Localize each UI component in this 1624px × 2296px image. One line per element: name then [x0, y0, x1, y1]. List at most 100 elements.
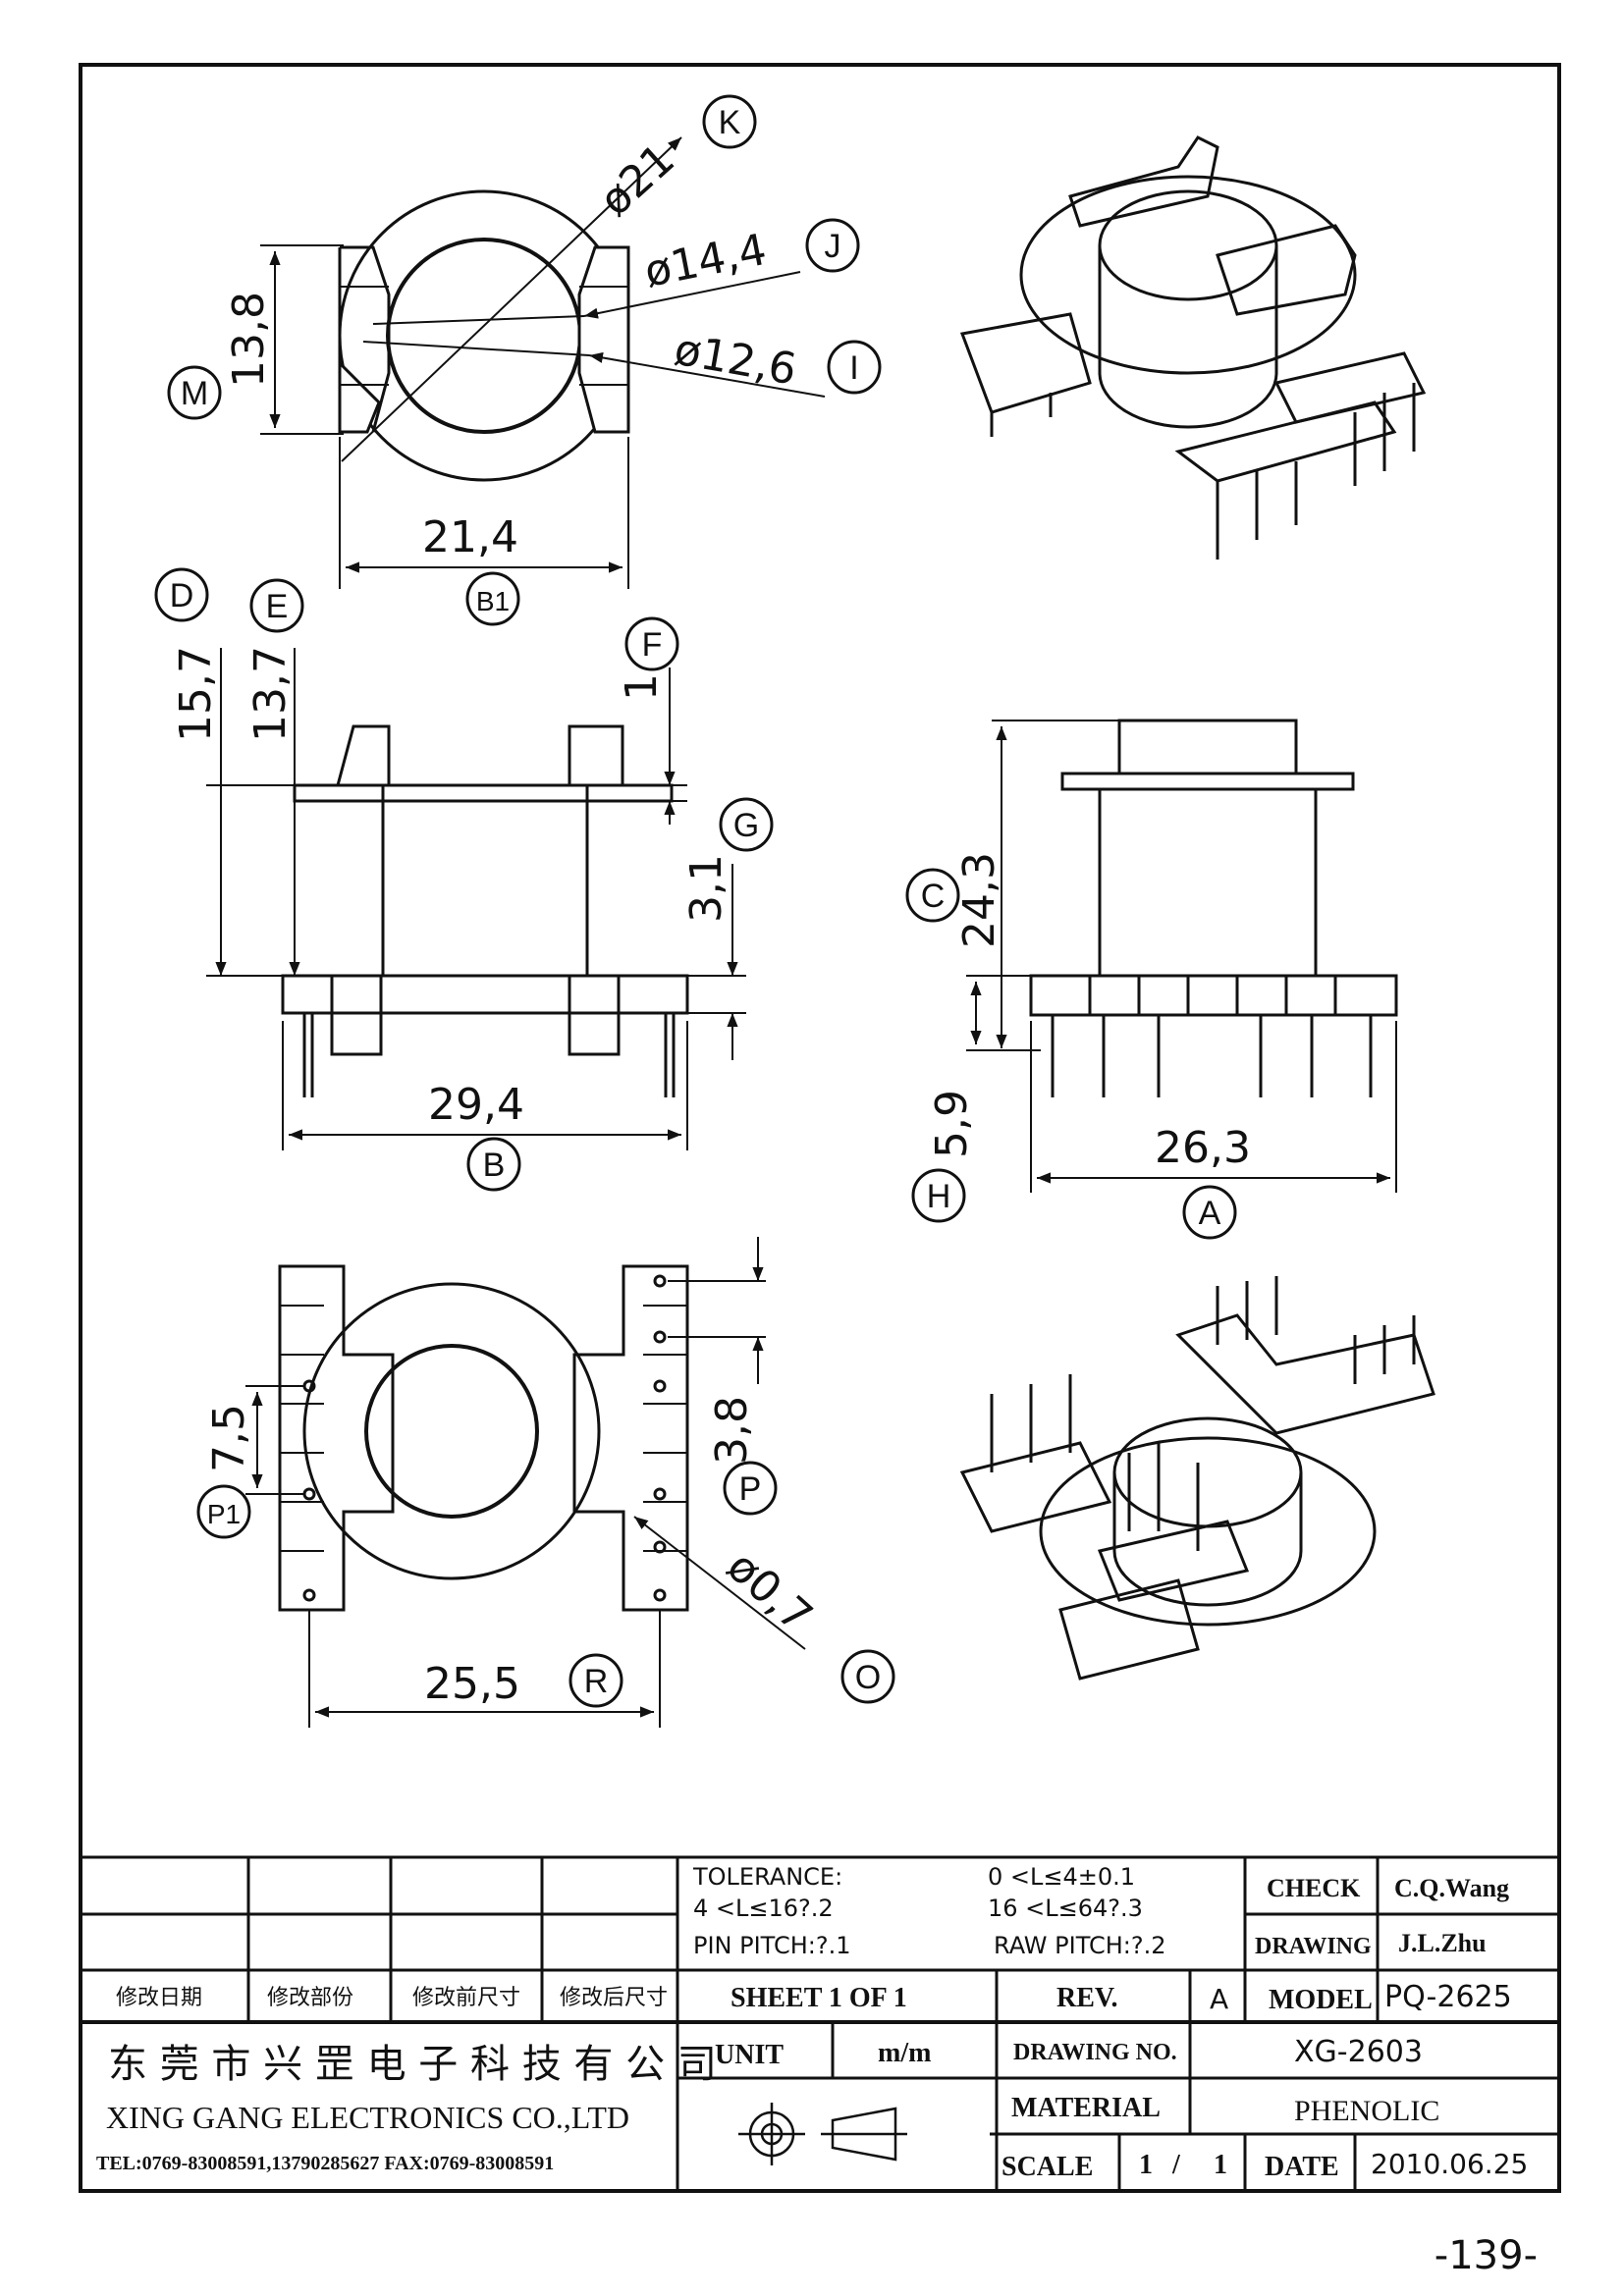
unit-label: UNIT — [715, 2040, 784, 2070]
tolerance-label: TOLERANCE: — [692, 1863, 842, 1891]
balloon-e: E — [249, 578, 304, 633]
bottom-view-labels: 7,5 3,8 ø0,7 25,5 — [204, 1396, 822, 1709]
balloon-label: J — [825, 228, 841, 265]
balloon-label: E — [266, 588, 289, 625]
dim-h24-3: 24,3 — [954, 852, 1004, 948]
side-view — [281, 724, 689, 1097]
rev-header-before: 修改前尺寸 — [412, 1986, 520, 2010]
side-view-labels: 15,7 13,7 1 3,1 29,4 — [171, 646, 731, 1130]
balloon-label: P1 — [207, 1499, 241, 1529]
dim-h5-9: 5,9 — [927, 1090, 977, 1158]
dim-d12-6: ø12,6 — [671, 325, 800, 396]
drawing-label: DRAWING — [1255, 1934, 1372, 1959]
balloon-b1: B1 — [465, 571, 520, 626]
rev-value: A — [1210, 1983, 1228, 2015]
scale-label: SCALE — [1001, 2152, 1093, 2182]
company-contact: TEL:0769-83008591,13790285627 FAX:0769-8… — [96, 2153, 554, 2174]
balloon-k: K — [702, 94, 757, 149]
balloon-label: P — [739, 1470, 762, 1508]
balloon-label: I — [849, 349, 858, 387]
projection-symbol-icon — [738, 2103, 907, 2165]
pin-pitch: PIN PITCH:?.1 — [693, 1932, 850, 1959]
title-block: 修改日期 修改部份 修改前尺寸 修改后尺寸 TOLERANCE: 0 <L≤4±… — [81, 1855, 1559, 2191]
rev-header-part: 修改部份 — [267, 1986, 353, 2010]
dim-w21-4: 21,4 — [422, 512, 518, 562]
bore-circle — [386, 238, 582, 434]
dim-w29-4: 29,4 — [428, 1080, 524, 1130]
balloon-label: F — [642, 626, 663, 664]
dim-p7-5: 7,5 — [204, 1404, 254, 1472]
balloon-j: J — [805, 218, 860, 273]
model-value: PQ-2625 — [1384, 1980, 1512, 2014]
balloon-p: P — [723, 1461, 778, 1516]
material-label: MATERIAL — [1011, 2093, 1161, 2123]
date-label: DATE — [1265, 2152, 1339, 2182]
dim-d14-4: ø14,4 — [640, 225, 770, 297]
balloon-h: H — [911, 1168, 966, 1223]
balloon-r: R — [568, 1653, 623, 1708]
balloon-f: F — [624, 616, 679, 671]
isometric-view-top — [959, 135, 1427, 560]
material-value: PHENOLIC — [1294, 2095, 1439, 2127]
balloon-g: G — [719, 797, 774, 852]
isometric-view-bottom — [959, 1276, 1435, 1681]
dim-h13-8: 13,8 — [224, 292, 274, 388]
front-view — [1029, 719, 1398, 1097]
rev-label: REV. — [1056, 1983, 1118, 2013]
drawing-border — [79, 63, 1561, 2193]
balloon-o: O — [840, 1649, 895, 1704]
balloon-m: M — [167, 365, 222, 420]
balloon-label: M — [181, 375, 208, 412]
tolerance-1: 0 <L≤4±0.1 — [988, 1863, 1135, 1891]
drawing-value: J.L.Zhu — [1398, 1929, 1487, 1957]
scale-den: 1 — [1214, 2150, 1227, 2180]
balloon-label: B1 — [476, 586, 510, 616]
balloon-label: B — [483, 1147, 506, 1184]
company-name-en: XING GANG ELECTRONICS CO.,LTD — [106, 2100, 629, 2135]
balloon-c: C — [905, 868, 960, 923]
dim-w26-3: 26,3 — [1155, 1123, 1251, 1173]
balloon-label: G — [733, 807, 759, 844]
top-right-ear — [577, 245, 630, 434]
tolerance-2: 4 <L≤16?.2 — [693, 1895, 834, 1922]
front-view-dims — [966, 720, 1397, 1193]
dim-w25-5: 25,5 — [424, 1659, 520, 1709]
balloon-label: C — [921, 878, 946, 915]
rev-header-after: 修改后尺寸 — [560, 1986, 668, 2010]
date-value: 2010.06.25 — [1371, 2148, 1528, 2180]
tolerance-3: 16 <L≤64?.3 — [988, 1895, 1143, 1922]
balloon-label: A — [1199, 1195, 1221, 1232]
dim-d0-7: ø0,7 — [718, 1541, 822, 1642]
dim-h13-7: 13,7 — [245, 646, 296, 742]
balloons: K J I M B1 D E F G B C H A P1 P O R — [154, 94, 1237, 1708]
rev-header-date: 修改日期 — [116, 1986, 202, 2010]
top-left-ear — [338, 247, 381, 434]
balloon-a: A — [1182, 1185, 1237, 1240]
check-value: C.Q.Wang — [1394, 1874, 1509, 1902]
drawing-no-value: XG-2603 — [1294, 2035, 1423, 2069]
balloon-d: D — [154, 567, 209, 622]
unit-value: m/m — [878, 2038, 931, 2068]
dim-h1: 1 — [617, 673, 667, 701]
front-view-labels: 24,3 5,9 26,3 — [927, 852, 1251, 1173]
balloon-p1: P1 — [196, 1484, 251, 1539]
top-view — [260, 136, 826, 589]
check-label: CHECK — [1267, 1874, 1361, 1902]
balloon-i: I — [827, 340, 882, 395]
dim-h3-1: 3,1 — [681, 854, 731, 923]
dim-h15-7: 15,7 — [171, 646, 221, 742]
dim-p3-8: 3,8 — [707, 1396, 757, 1465]
balloon-label: H — [927, 1178, 951, 1215]
bottom-view-dims — [245, 1237, 806, 1728]
drawing-no-label: DRAWING NO. — [1013, 2040, 1177, 2065]
balloon-label: D — [170, 577, 194, 614]
bottom-view — [278, 1264, 689, 1612]
model-label: MODEL — [1269, 1985, 1373, 2015]
company-name-cn: 东 莞 市 兴 罡 电 子 科 技 有 公 司 — [108, 2042, 717, 2087]
scale-sep: / — [1171, 2150, 1181, 2180]
balloon-label: R — [584, 1663, 609, 1700]
balloon-b: B — [466, 1137, 521, 1192]
page-number: -139- — [1434, 2233, 1538, 2278]
side-view-dims — [206, 648, 746, 1150]
